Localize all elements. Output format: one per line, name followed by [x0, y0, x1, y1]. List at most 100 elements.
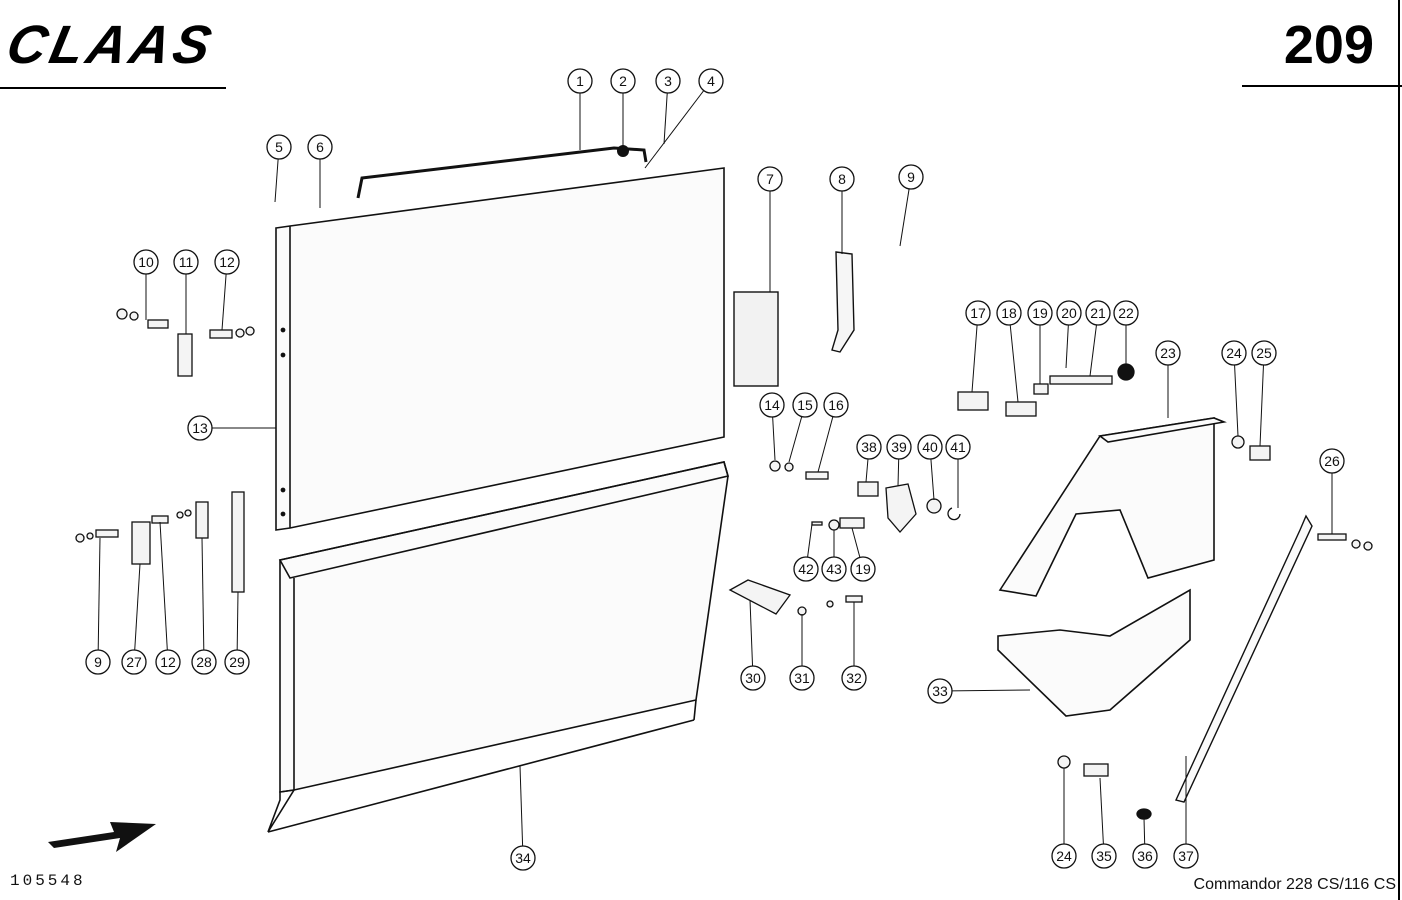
callout-circle: [927, 678, 953, 704]
callout-circle: [829, 166, 855, 192]
callout-circle: [214, 249, 240, 275]
callout-number: 9: [907, 169, 915, 185]
callout-circle: [1085, 300, 1111, 326]
callout-33: 33: [927, 678, 953, 704]
callout-circle: [841, 665, 867, 691]
callout-circle: [898, 164, 924, 190]
callout-circle: [224, 649, 250, 675]
callout-number: 31: [794, 670, 810, 686]
callout-37: 37: [1173, 843, 1199, 869]
callout-circle: [655, 68, 681, 94]
callout-number: 3: [664, 73, 672, 89]
callout-number: 7: [766, 171, 774, 187]
lock-mechanism: [728, 460, 961, 616]
leader-line-12: [159, 521, 169, 663]
callout-39: 39: [886, 434, 912, 460]
lower-door-panel: [267, 461, 730, 833]
callout-circle: [1221, 340, 1247, 366]
leader-line-34: [519, 765, 524, 859]
upper-door-panel: [275, 167, 725, 531]
callout-number: 13: [192, 420, 208, 436]
callout-circle: [1319, 448, 1345, 474]
callout-8: 8: [829, 166, 855, 192]
callout-21: 21: [1085, 300, 1111, 326]
callout-number: 12: [219, 254, 235, 270]
callout-number: 19: [855, 561, 871, 577]
callout-circle: [917, 434, 943, 460]
callout-40: 40: [917, 434, 943, 460]
callout-number: 33: [932, 683, 948, 699]
document-number: 105548: [10, 872, 86, 890]
callout-22: 22: [1113, 300, 1139, 326]
window-pane: [733, 291, 779, 387]
callout-circle: [155, 649, 181, 675]
callout-circle: [856, 434, 882, 460]
callout-circle: [698, 68, 724, 94]
callout-circle: [307, 134, 333, 160]
callout-circle: [821, 556, 847, 582]
callout-15: 15: [792, 392, 818, 418]
leader-line-4: [644, 80, 712, 169]
travel-direction-arrow: [48, 822, 156, 852]
callout-number: 40: [922, 439, 938, 455]
callout-circle: [85, 649, 111, 675]
callout-number: 4: [707, 73, 715, 89]
callout-3: 3: [655, 68, 681, 94]
lower-cover: [997, 588, 1191, 717]
handle-rod: [356, 146, 648, 199]
callout-number: 19: [1032, 305, 1048, 321]
callout-32: 32: [841, 665, 867, 691]
callout-number: 5: [275, 139, 283, 155]
callout-27: 27: [121, 649, 147, 675]
callout-circle: [1091, 843, 1117, 869]
callout-number: 42: [798, 561, 814, 577]
callout-13: 13: [187, 415, 213, 441]
callout-circle: [740, 665, 766, 691]
callout-circle: [191, 649, 217, 675]
callout-19: 19: [850, 556, 876, 582]
callout-2: 2: [610, 68, 636, 94]
callout-35: 35: [1091, 843, 1117, 869]
leader-line-35: [1099, 777, 1105, 857]
pin-assembly: [957, 363, 1135, 417]
callout-circle: [792, 392, 818, 418]
callout-11: 11: [173, 249, 199, 275]
callout-circle: [886, 434, 912, 460]
callout-number: 18: [1001, 305, 1017, 321]
callout-circle: [850, 556, 876, 582]
callout-circle: [187, 415, 213, 441]
callout-number: 38: [861, 439, 877, 455]
callout-number: 22: [1118, 305, 1134, 321]
callout-circle: [789, 665, 815, 691]
callout-number: 30: [745, 670, 761, 686]
callout-24: 24: [1221, 340, 1247, 366]
callout-circle: [1173, 843, 1199, 869]
callout-circle: [945, 434, 971, 460]
callout-circle: [1056, 300, 1082, 326]
leader-line-33: [939, 689, 1031, 692]
callout-26: 26: [1319, 448, 1345, 474]
callout-23: 23: [1155, 340, 1181, 366]
callout-18: 18: [996, 300, 1022, 326]
callout-number: 11: [179, 254, 194, 270]
callout-6: 6: [307, 134, 333, 160]
leader-line-27: [133, 563, 141, 663]
callout-number: 41: [950, 439, 966, 455]
callout-number: 6: [316, 139, 324, 155]
callout-number: 43: [826, 561, 842, 577]
callout-number: 10: [138, 254, 154, 270]
callout-circle: [1113, 300, 1139, 326]
callout-number: 29: [229, 654, 245, 670]
callout-circle: [266, 134, 292, 160]
callout-number: 17: [970, 305, 986, 321]
callout-number: 32: [846, 670, 862, 686]
callout-circle: [793, 556, 819, 582]
callout-circle: [1155, 340, 1181, 366]
callout-number: 8: [838, 171, 846, 187]
callout-number: 25: [1256, 345, 1272, 361]
callout-circle: [759, 392, 785, 418]
latch-bracket: [831, 251, 855, 353]
callout-38: 38: [856, 434, 882, 460]
